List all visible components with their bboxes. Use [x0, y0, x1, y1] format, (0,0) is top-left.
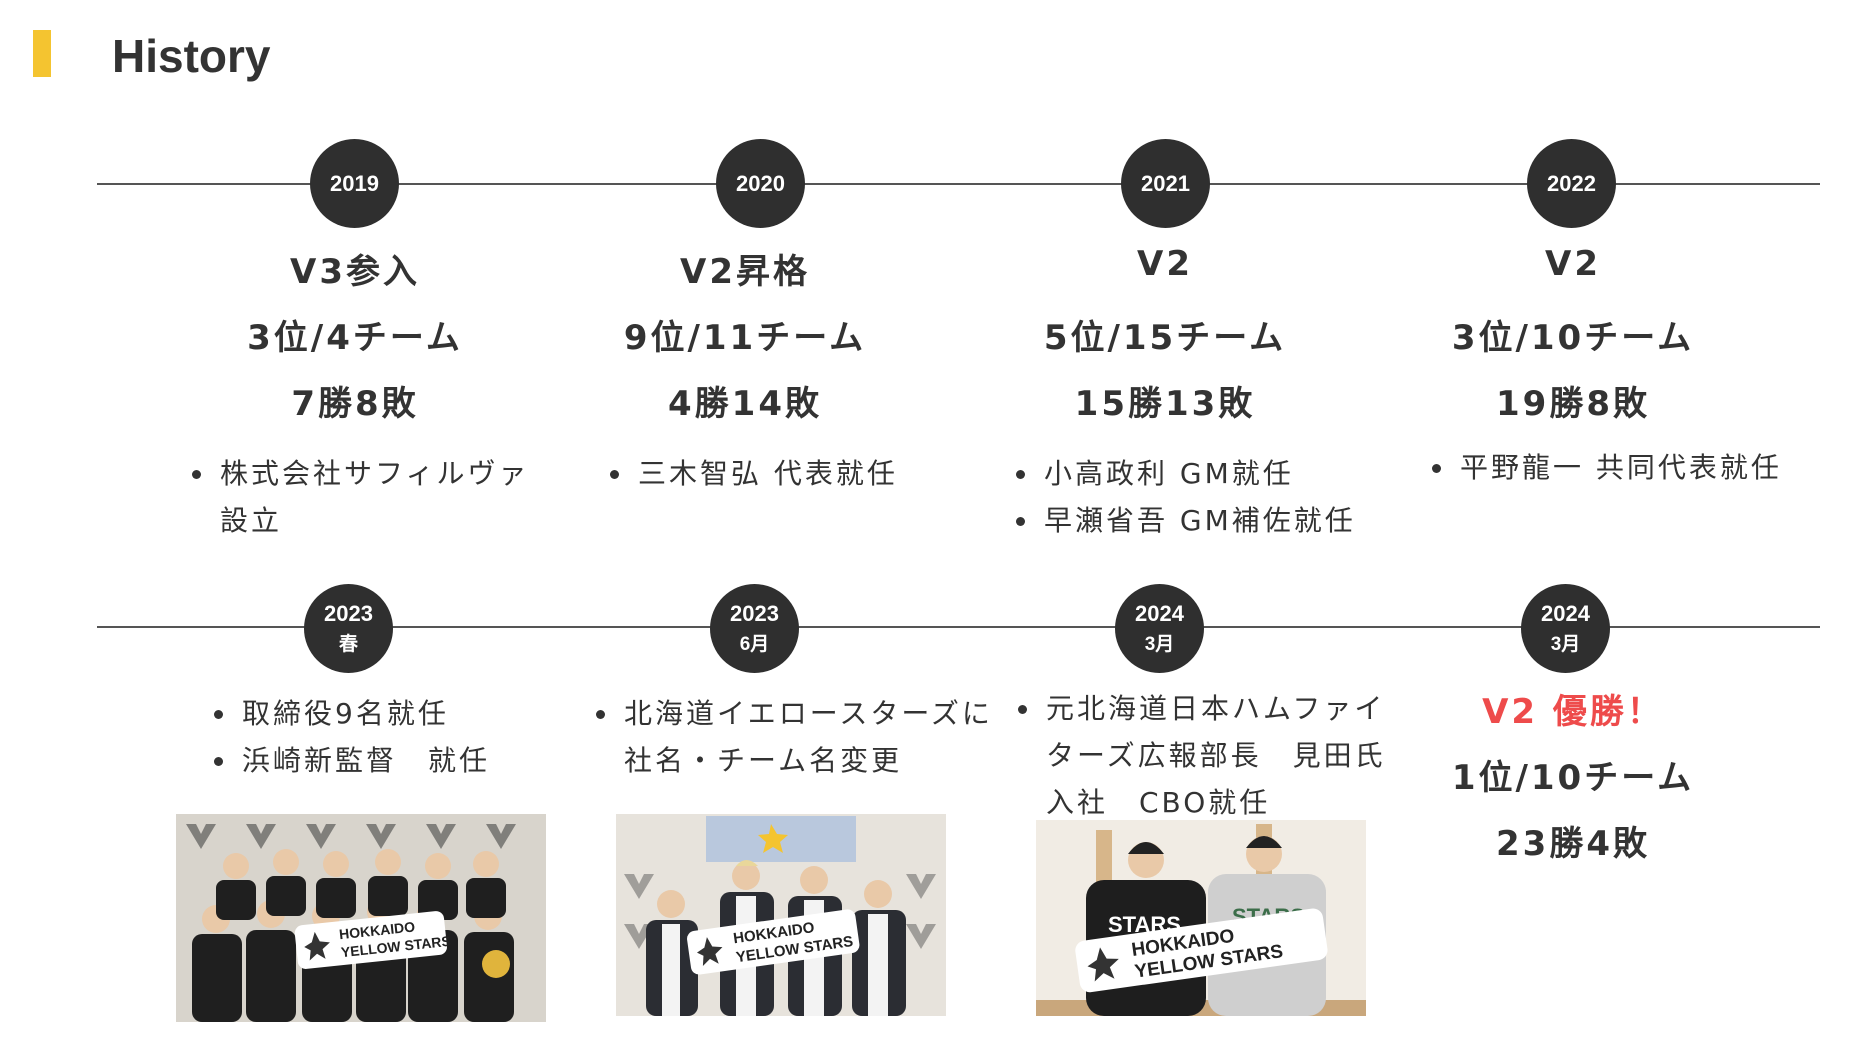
cbo-photo-2024-march: STARS STARS HOKKAIDO YELLOW STARS	[1036, 820, 1366, 1016]
note-item: 北海道イエロースターズに社名・チーム名変更	[620, 690, 1000, 784]
year-label: 2019	[330, 170, 379, 196]
year-label: 2024	[1541, 600, 1590, 626]
note-item: 三木智弘 代表就任	[634, 450, 1014, 497]
year-label: 2023	[324, 600, 373, 626]
season-record: 4勝14敗	[668, 384, 822, 424]
year-label: 2024	[1135, 600, 1184, 626]
note-item: 元北海道日本ハムファイターズ広報部長 見田氏入社 CBO就任	[1042, 685, 1412, 826]
notes-2022: 平野龍一 共同代表就任	[1430, 444, 1852, 491]
notes-2024-march: 元北海道日本ハムファイターズ広報部長 見田氏入社 CBO就任	[1016, 685, 1412, 826]
year-label: 2023	[730, 600, 779, 626]
season-rank: 9位/11チーム	[623, 318, 867, 358]
month-label: 3月	[1550, 633, 1581, 655]
note-item: 浜崎新監督 就任	[238, 737, 598, 784]
press-conference-photo-2023-june: HOKKAIDO YELLOW STARS	[616, 814, 946, 1016]
year-badge-2023-spring: 2023 春	[304, 584, 393, 673]
notes-2020: 三木智弘 代表就任	[608, 450, 1014, 497]
year-label: 2020	[736, 170, 785, 196]
season-record: 15勝13敗	[1074, 384, 1256, 424]
season-record: 23勝4敗	[1496, 824, 1650, 864]
page-title: History	[112, 30, 271, 82]
notes-2023-spring: 取締役9名就任 浜崎新監督 就任	[212, 690, 598, 784]
year-label: 2022	[1547, 170, 1596, 196]
season-rank: 5位/15チーム	[1043, 318, 1287, 358]
note-item: 株式会社サフィルヴァ設立	[216, 450, 556, 544]
timeline-line-row2	[97, 626, 1820, 628]
season-rank: 3位/10チーム	[1451, 318, 1695, 358]
banner-text: HOKKAIDO	[338, 918, 416, 942]
year-label: 2021	[1141, 170, 1190, 196]
timeline-line-row1	[97, 183, 1820, 185]
league-entry: V2	[1137, 244, 1193, 284]
season-record: 19勝8敗	[1496, 384, 1650, 424]
month-label: 6月	[739, 633, 770, 655]
year-badge-2024-march-2: 2024 3月	[1521, 584, 1610, 673]
team-photo-2023-spring: HOKKAIDO YELLOW STARS	[176, 814, 546, 1022]
notes-2019: 株式会社サフィルヴァ設立	[190, 450, 556, 544]
league-entry: V3参入	[290, 252, 420, 292]
note-item: 取締役9名就任	[238, 690, 598, 737]
month-label: 3月	[1144, 633, 1175, 655]
note-item: 早瀬省吾 GM補佐就任	[1040, 497, 1440, 544]
season-rank: 3位/4チーム	[247, 318, 463, 358]
season-label: 春	[338, 633, 358, 655]
championship-headline: V2 優勝！	[1482, 692, 1664, 732]
year-badge-2022: 2022	[1527, 139, 1616, 228]
year-badge-2020: 2020	[716, 139, 805, 228]
league-entry: V2昇格	[680, 252, 810, 292]
note-item: 小高政利 GM就任	[1040, 450, 1440, 497]
season-rank: 1位/10チーム	[1451, 758, 1695, 798]
notes-2023-june: 北海道イエロースターズに社名・チーム名変更	[594, 690, 1000, 784]
title-accent-bar	[33, 30, 51, 77]
year-badge-2023-june: 2023 6月	[710, 584, 799, 673]
season-record: 7勝8敗	[291, 384, 419, 424]
year-badge-2024-march: 2024 3月	[1115, 584, 1204, 673]
notes-2021: 小高政利 GM就任 早瀬省吾 GM補佐就任	[1014, 450, 1440, 544]
year-badge-2019: 2019	[310, 139, 399, 228]
year-badge-2021: 2021	[1121, 139, 1210, 228]
league-entry: V2	[1545, 244, 1601, 284]
note-item: 平野龍一 共同代表就任	[1456, 444, 1852, 491]
